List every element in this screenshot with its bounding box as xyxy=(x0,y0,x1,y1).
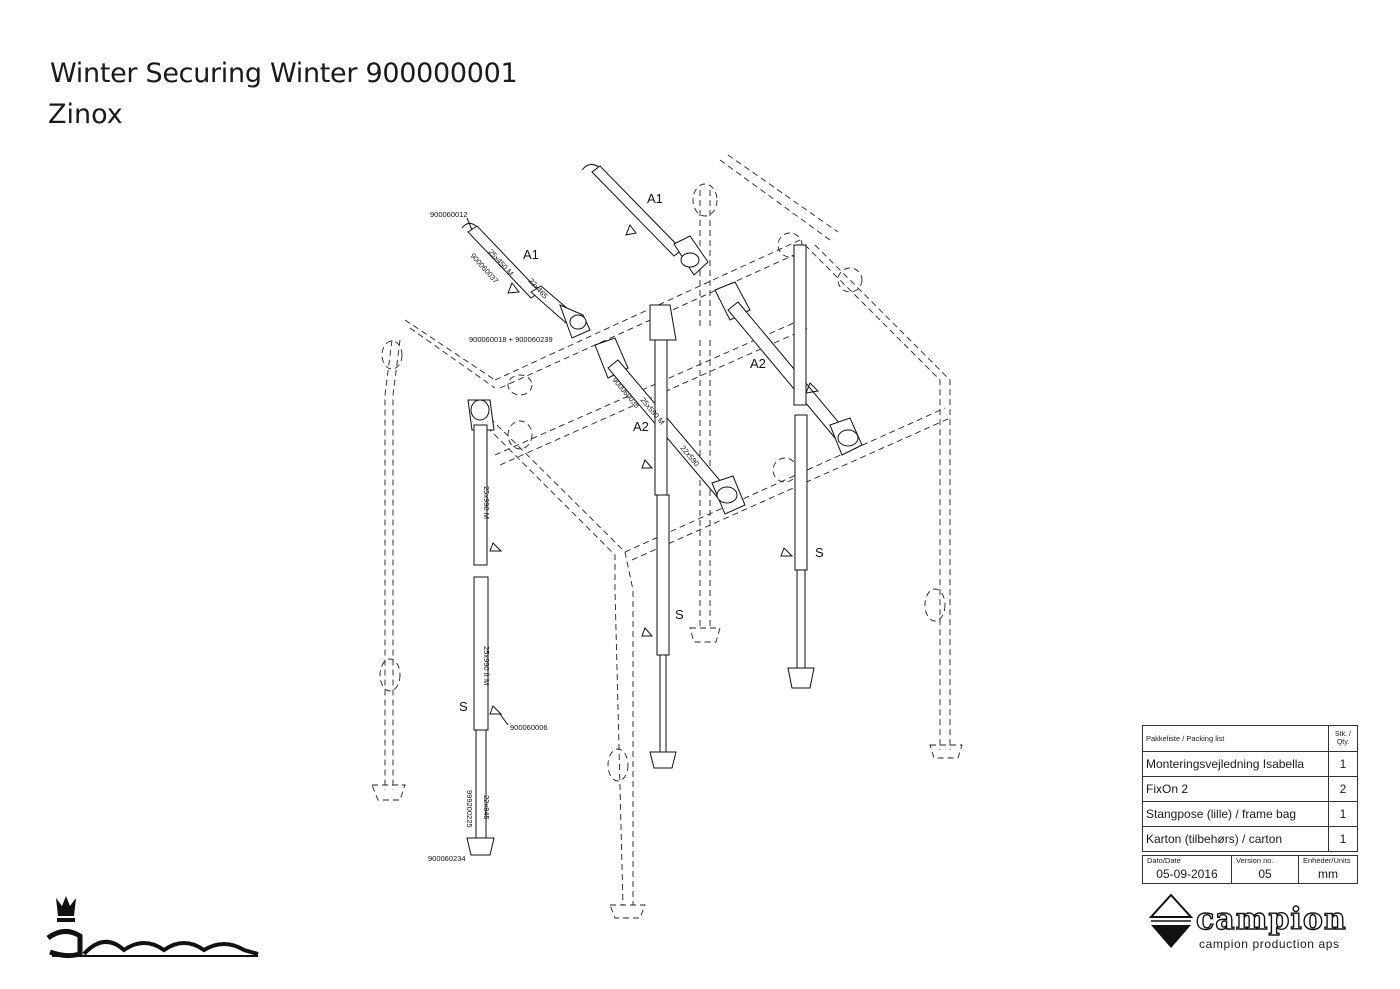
campion-logo-word: campion xyxy=(1195,901,1347,937)
label-s-right: S xyxy=(815,545,824,560)
part-a1-left xyxy=(461,222,591,339)
dim-25x990m: 25x990 M xyxy=(482,486,491,519)
table-row: FixOn 2 2 xyxy=(1142,776,1358,802)
part-s-front-left xyxy=(466,399,509,856)
partno-900060012: 900060012 xyxy=(430,210,468,219)
partno-999200225: 999200225 xyxy=(465,790,474,828)
packing-item: Karton (tilbehørs) / carton xyxy=(1142,826,1329,852)
document-meta-table: Dato/Date 05-09-2016 Version no. 05 Enhe… xyxy=(1142,855,1358,884)
page-title: Winter Securing Winter 900000001 xyxy=(50,58,518,89)
units-label: Enheder/Units xyxy=(1303,856,1351,865)
packing-header-qty: Stk. / Qty. xyxy=(1328,725,1358,752)
packing-qty: 1 xyxy=(1328,751,1358,777)
table-row: Monteringsvejledning Isabella 1 xyxy=(1142,751,1358,777)
label-a1-left: A1 xyxy=(523,247,539,262)
packing-item: Monteringsvejledning Isabella xyxy=(1142,751,1329,777)
packing-list-table: Pakkeliste / Packing list Stk. / Qty. Mo… xyxy=(1142,725,1358,852)
existing-frame-outline xyxy=(371,154,963,919)
campion-logo-icon xyxy=(1148,893,1194,948)
packing-qty: 1 xyxy=(1328,801,1358,827)
label-a2-left: A2 xyxy=(633,419,649,434)
packing-header-item: Pakkeliste / Packing list xyxy=(1142,725,1329,752)
units-value: mm xyxy=(1318,867,1338,881)
packing-item: Stangpose (lille) / frame bag xyxy=(1142,801,1329,827)
packing-item: FixOn 2 xyxy=(1142,776,1329,802)
date-label: Dato/Date xyxy=(1147,856,1181,865)
packing-qty: 2 xyxy=(1328,776,1358,802)
label-s-middle: S xyxy=(675,607,684,622)
dim-25x990ftm: 25x990 ft M xyxy=(482,646,491,685)
part-middle-pole xyxy=(641,304,677,769)
campion-logo-subtitle: campion production aps xyxy=(1199,937,1340,951)
crown-icon xyxy=(56,896,76,922)
date-value: 05-09-2016 xyxy=(1156,867,1218,881)
page-subtitle: Zinox xyxy=(48,99,123,130)
label-a2-right: A2 xyxy=(750,356,766,371)
partno-900060234: 900060234 xyxy=(428,854,466,863)
part-a1-upper xyxy=(581,164,709,276)
part-a2-right xyxy=(714,281,863,456)
label-s-front-left: S xyxy=(459,699,468,714)
label-a1-upper: A1 xyxy=(647,191,663,206)
partno-900060006: 900060006 xyxy=(510,723,548,732)
packing-qty: 1 xyxy=(1328,826,1358,852)
dim-22x845: 22x845 xyxy=(482,795,491,820)
part-s-right xyxy=(780,244,815,689)
table-row: Karton (tilbehørs) / carton 1 xyxy=(1142,826,1358,852)
partno-900060018-239: 900060018 + 900060239 xyxy=(469,335,553,344)
table-row: Stangpose (lille) / frame bag 1 xyxy=(1142,801,1358,827)
version-label: Version no. xyxy=(1236,856,1274,865)
part-a2-left xyxy=(594,337,746,515)
isabella-logo xyxy=(46,896,259,959)
version-value: 05 xyxy=(1258,867,1272,881)
